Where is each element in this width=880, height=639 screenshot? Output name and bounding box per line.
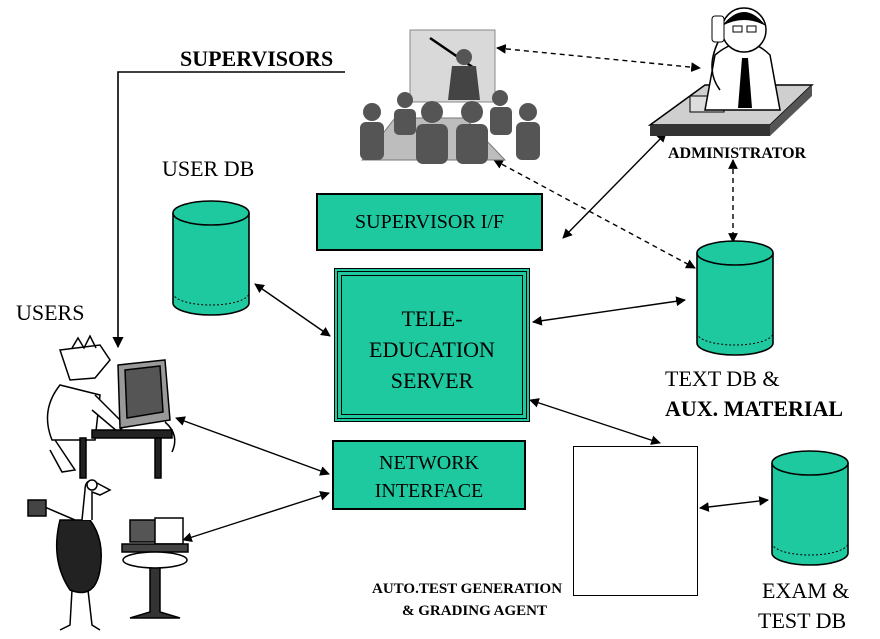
server-label-line1: TELE- xyxy=(401,306,463,331)
text-db-label-line2: AUX. MATERIAL xyxy=(665,396,844,421)
exam-db-label-line1: EXAM & xyxy=(762,578,850,603)
user-computer-icon xyxy=(46,334,176,479)
agent-label-line1: AUTO.TEST GENERATION xyxy=(372,581,563,597)
network-interface-box: NETWORK INTERFACE xyxy=(332,440,526,510)
server-textdb-link xyxy=(532,296,686,326)
server-label-line3: SERVER xyxy=(390,368,474,393)
network-label-line1: NETWORK xyxy=(379,452,479,474)
user-computer-network-link xyxy=(175,416,330,476)
administrator-label: ADMINISTRATOR xyxy=(668,145,807,162)
administrator-supervisor-if-link xyxy=(562,132,667,239)
supervisor-if-label: SUPERVISOR I/F xyxy=(355,211,504,233)
text-db-label-line1: TEXT DB & xyxy=(665,366,780,391)
database-icon xyxy=(172,200,849,566)
users-label: USERS xyxy=(16,300,85,325)
tele-education-server-box: TELE- EDUCATION SERVER xyxy=(334,268,530,422)
exam-db-label-line2: TEST DB xyxy=(758,608,847,633)
supervisors-to-users-link xyxy=(112,71,345,349)
grading-agent-frame xyxy=(573,446,698,596)
supervisors-administrator-link xyxy=(496,43,701,73)
userdb-server-link xyxy=(254,283,331,337)
administrator-icon xyxy=(647,7,814,136)
user-db-label: USER DB xyxy=(162,156,255,181)
user-terminal-network-link xyxy=(182,491,330,542)
server-label-line2: EDUCATION xyxy=(369,337,495,362)
server-agent-link xyxy=(529,398,661,445)
network-label-line2: INTERFACE xyxy=(374,480,484,502)
supervisors-textdb-link xyxy=(493,159,696,269)
supervisor-if-box: SUPERVISOR I/F xyxy=(316,193,543,251)
user-terminal-icon xyxy=(27,479,189,631)
supervisors-label: SUPERVISORS xyxy=(180,46,334,71)
agent-label-line2: & GRADING AGENT xyxy=(402,603,548,619)
agent-examdb-link xyxy=(699,496,769,512)
supervisors-meeting-icon xyxy=(360,29,540,164)
